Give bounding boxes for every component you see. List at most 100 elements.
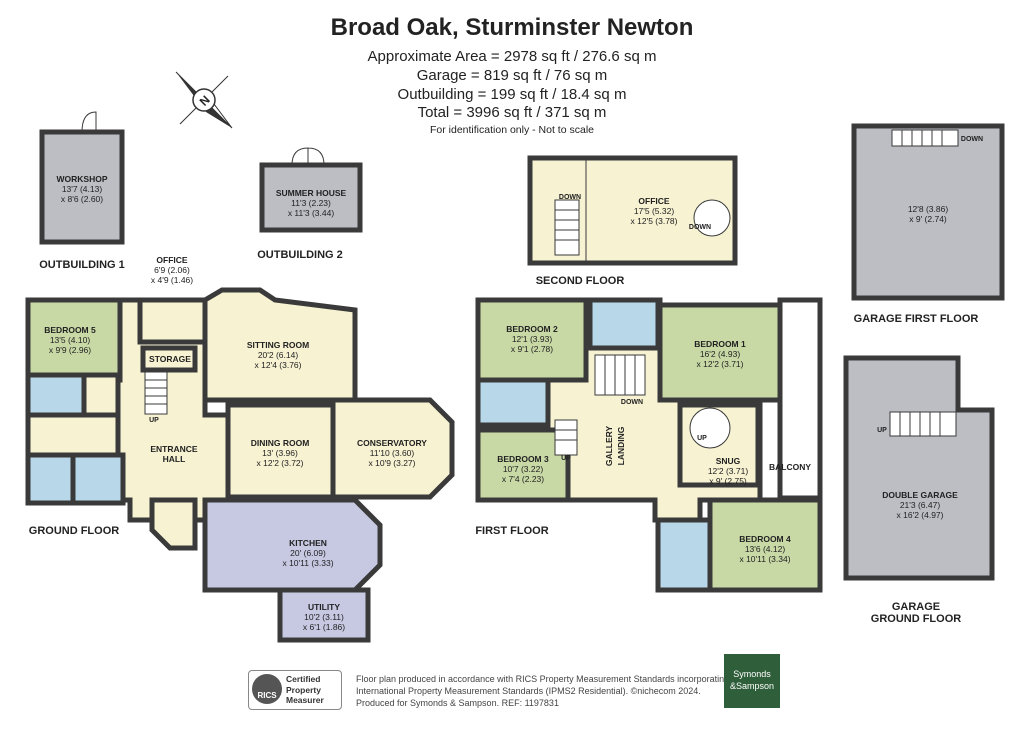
workshop-name: WORKSHOP	[57, 174, 108, 184]
garage-loft-room	[851, 123, 1005, 301]
bedroom-3-room	[475, 427, 571, 503]
second-floor-label: SECOND FLOOR	[536, 275, 625, 287]
conservatory-room	[330, 397, 455, 500]
snug-dim2: x 9' (2.75)	[709, 476, 747, 486]
office-2f-dim1: 17'5 (5.32)	[634, 206, 675, 216]
double-garage-dim1: 21'3 (6.47)	[900, 500, 941, 510]
bedroom-4-room	[707, 497, 823, 593]
kitchen-name: KITCHEN	[289, 538, 327, 548]
compass-ring	[192, 88, 216, 112]
office-gf-dim2: x 4'9 (1.46)	[151, 275, 193, 285]
garage-first-floor: DOWN 12'8 (3.86) x 9' (2.74) GARAGE FIRS…	[851, 123, 1005, 325]
garage-ground-floor: UP DOUBLE GARAGE 21'3 (6.47) x 16'2 (4.9…	[843, 355, 995, 625]
utility-dim1: 10'2 (3.11)	[304, 612, 344, 622]
entrance-hall-name-2: HALL	[163, 454, 186, 464]
bedroom-1-dim2: x 12'2 (3.71)	[697, 359, 744, 369]
first-floor: BEDROOM 2 12'1 (3.93) x 9'1 (2.78) BEDRO…	[475, 297, 823, 593]
garage-stairs	[889, 411, 957, 437]
utility-name: UTILITY	[308, 602, 340, 612]
ground-stairs-up: UP	[149, 417, 159, 424]
garage-loft-stairs	[891, 129, 959, 147]
kitchen-dim1: 20' (6.09)	[290, 548, 326, 558]
sitting-room-room	[202, 287, 358, 403]
bedroom-3-dim2: x 7'4 (2.23)	[502, 474, 544, 484]
ground-wc	[70, 452, 126, 506]
summer-house-room	[259, 162, 363, 233]
conservatory-dim1: 11'10 (3.60)	[370, 448, 415, 458]
sitting-room-dim2: x 12'4 (3.76)	[255, 360, 302, 370]
summer-house-dim1: 11'3 (2.23)	[291, 198, 331, 208]
area-total: Total = 3996 sq ft / 371 sq m	[417, 104, 607, 121]
snug-stair-up: UP	[697, 435, 707, 442]
dining-room-name: DINING ROOM	[251, 438, 310, 448]
utility-dim2: x 6'1 (1.86)	[303, 622, 345, 632]
office-gf-room	[137, 297, 208, 345]
summer-house-name: SUMMER HOUSE	[276, 188, 347, 198]
footer-disclaimer: Floor plan produced in accordance with R…	[356, 673, 730, 709]
rics-badge: RICS Certified Property Measurer	[248, 670, 342, 710]
bedroom-5-ensuite	[25, 372, 87, 418]
office-2f-dim2: x 12'5 (3.78)	[631, 216, 678, 226]
office-gf-dim1: 6'9 (2.06)	[154, 265, 190, 275]
footer-line: Floor plan produced in accordance with R…	[356, 674, 730, 684]
porch	[149, 497, 198, 551]
conservatory-dim2: x 10'9 (3.27)	[369, 458, 416, 468]
dining-room-dim1: 13' (3.96)	[262, 448, 298, 458]
dining-room-room	[225, 402, 336, 500]
rics-logo-icon: RICS	[252, 674, 282, 704]
rics-badge-line: Property	[286, 684, 321, 695]
balcony-area	[777, 297, 823, 501]
rics-badge-line: Certified	[286, 674, 321, 684]
first-floor-up: UP	[561, 455, 571, 462]
brand-line: &Sampson	[729, 681, 775, 691]
bedroom-2-dim1: 12'1 (3.93)	[512, 334, 553, 344]
garage-ground-label-1: GARAGE	[892, 601, 940, 613]
rics-badge-line: Measurer	[286, 695, 324, 705]
ground-floor: BEDROOM 5 13'5 (4.10) x 9'9 (2.96) OFFIC…	[25, 255, 455, 643]
office-gf-name: OFFICE	[156, 255, 187, 265]
gallery-landing-name-2: LANDING	[616, 426, 626, 465]
bedroom-1-dim1: 16'2 (4.93)	[700, 349, 741, 359]
garage-loft-dim1: 12'8 (3.86)	[908, 204, 949, 214]
bedroom-5-name: BEDROOM 5	[44, 325, 96, 335]
double-garage-name: DOUBLE GARAGE	[882, 490, 958, 500]
first-floor-stairs	[554, 354, 646, 456]
ground-floor-label: GROUND FLOOR	[29, 525, 119, 537]
dining-room-dim2: x 12'2 (3.72)	[257, 458, 304, 468]
utility-room	[277, 587, 371, 643]
bedroom-3-dim1: 10'7 (3.22)	[503, 464, 544, 474]
bedroom-3-name: BEDROOM 3	[497, 454, 549, 464]
snug-dim1: 12'2 (3.71)	[708, 466, 749, 476]
kitchen-room	[202, 497, 383, 593]
bedroom-4-ensuite	[655, 517, 713, 593]
first-floor-down: DOWN	[621, 399, 643, 406]
spiral-stair-snug	[689, 407, 731, 449]
brand-line: Symonds	[733, 669, 771, 679]
workshop-dim2: x 8'6 (2.60)	[61, 194, 103, 204]
bedroom-4-dim2: x 10'11 (3.34)	[739, 554, 790, 564]
entrance-hall-name-1: ENTRANCE	[150, 444, 198, 454]
second-floor-down-2: DOWN	[689, 224, 711, 231]
gallery-landing-name-1: GALLERY	[604, 426, 614, 467]
spiral-stair-top	[693, 199, 731, 237]
first-bathroom	[475, 377, 551, 428]
office-2f-name: OFFICE	[638, 196, 669, 206]
summer-house-dim2: x 11'3 (3.44)	[288, 208, 335, 218]
area-garage: Garage = 819 sq ft / 76 sq m	[416, 67, 608, 84]
bedroom-2-name: BEDROOM 2	[506, 324, 558, 334]
rics-badge-text: Certified Property Measurer	[286, 674, 324, 706]
bedroom-1-name: BEDROOM 1	[694, 339, 746, 349]
compass: N	[175, 71, 233, 129]
second-floor-stairs	[554, 199, 580, 256]
page-title: Broad Oak, Sturminster Newton	[330, 14, 694, 41]
bedroom-5-dim2: x 9'9 (2.96)	[49, 345, 91, 355]
area-outbuilding: Outbuilding = 199 sq ft / 18.4 sq m	[397, 86, 627, 103]
cloak-area	[25, 412, 121, 458]
storage-room	[140, 345, 198, 373]
summer-house-doors	[291, 147, 325, 166]
sitting-room-dim1: 20'2 (6.14)	[258, 350, 299, 360]
balcony-name: BALCONY	[769, 462, 811, 472]
storage-name: STORAGE	[149, 354, 191, 364]
